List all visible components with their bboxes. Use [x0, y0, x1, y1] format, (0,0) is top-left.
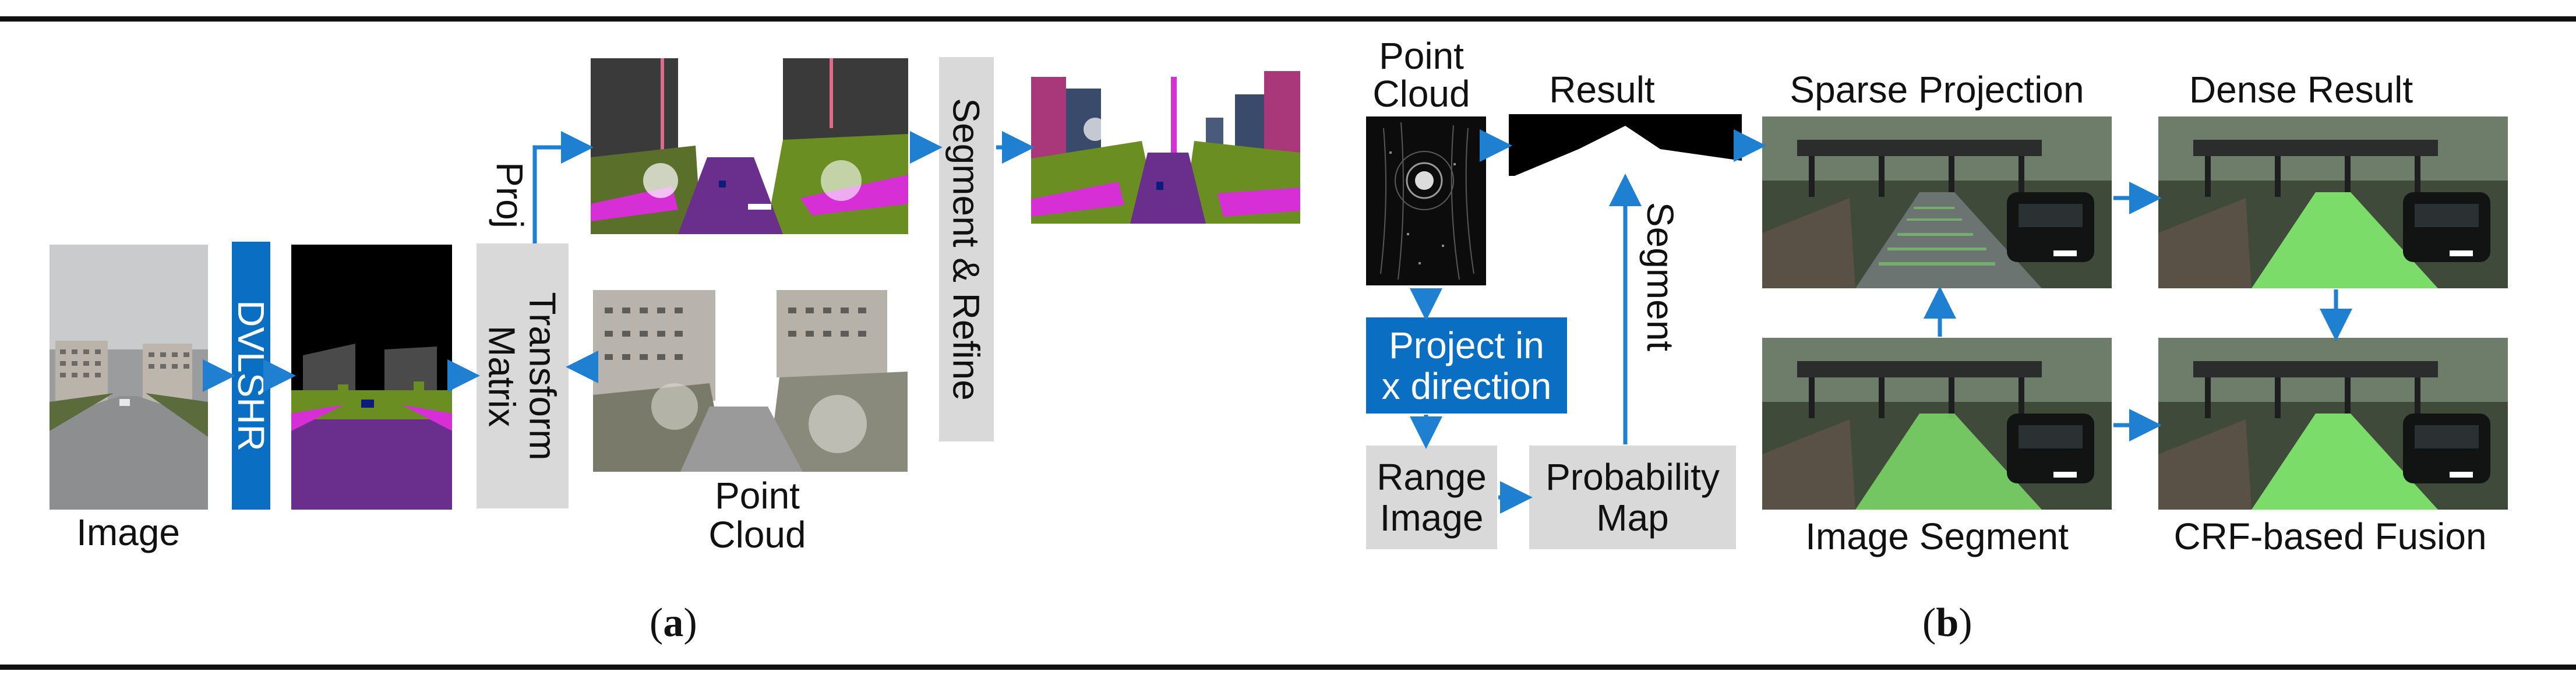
projected-cloud-image — [591, 58, 908, 234]
image-segment-image — [1762, 338, 2112, 510]
segmentation-map — [291, 245, 452, 510]
caption-a-close: ) — [683, 600, 697, 645]
bottom-rule — [0, 665, 2576, 670]
sparse-projection-label: Sparse Projection — [1790, 69, 2084, 111]
caption-b-letter: b — [1936, 600, 1959, 645]
caption-b-close: ) — [1959, 600, 1972, 645]
probability-map-box: Probability Map — [1529, 446, 1736, 549]
top-rule — [0, 16, 2576, 22]
sparse-projection-image — [1762, 116, 2112, 288]
range-label-line2: Image — [1379, 497, 1484, 539]
range-label-line1: Range — [1377, 456, 1487, 498]
segment-refine-box: Segment & Refine — [939, 57, 994, 441]
crf-fusion-label: CRF-based Fusion — [2173, 515, 2487, 557]
probability-label-line2: Map — [1596, 497, 1669, 539]
caption-b-open: ( — [1922, 600, 1936, 645]
image-label: Image — [76, 511, 180, 553]
project-label-line1: Project in — [1389, 324, 1544, 366]
input-street-image — [50, 245, 208, 510]
caption-a-open: ( — [650, 600, 664, 645]
point-cloud-label-b-line2: Cloud — [1372, 73, 1470, 115]
caption-a-letter: a — [663, 600, 684, 645]
image-segment-label: Image Segment — [1805, 515, 2069, 557]
caption-b: (b) — [1922, 600, 1972, 646]
project-x-box: Project in x direction — [1366, 317, 1567, 414]
raw-point-cloud-image — [593, 290, 908, 472]
range-image-box: Range Image — [1366, 446, 1497, 549]
dense-result-label: Dense Result — [2189, 69, 2413, 111]
point-cloud-label-a-line1: Point — [715, 475, 800, 517]
point-cloud-label-b-line1: Point — [1379, 35, 1464, 77]
refined-output-image — [1031, 65, 1300, 224]
crf-fusion-image — [2158, 338, 2508, 510]
transform-matrix-box: Transform Matrix — [477, 243, 569, 508]
point-cloud-label-a-line2: Cloud — [708, 514, 806, 556]
dense-result-image — [2158, 116, 2508, 288]
probability-label-line1: Probability — [1545, 456, 1720, 498]
result-binary-image — [1509, 114, 1742, 176]
lidar-bev-image — [1366, 116, 1486, 285]
result-label: Result — [1549, 69, 1655, 111]
project-label-line2: x direction — [1381, 365, 1552, 407]
caption-a: (a) — [650, 600, 697, 646]
arrow-transform-to-proj — [532, 131, 594, 243]
